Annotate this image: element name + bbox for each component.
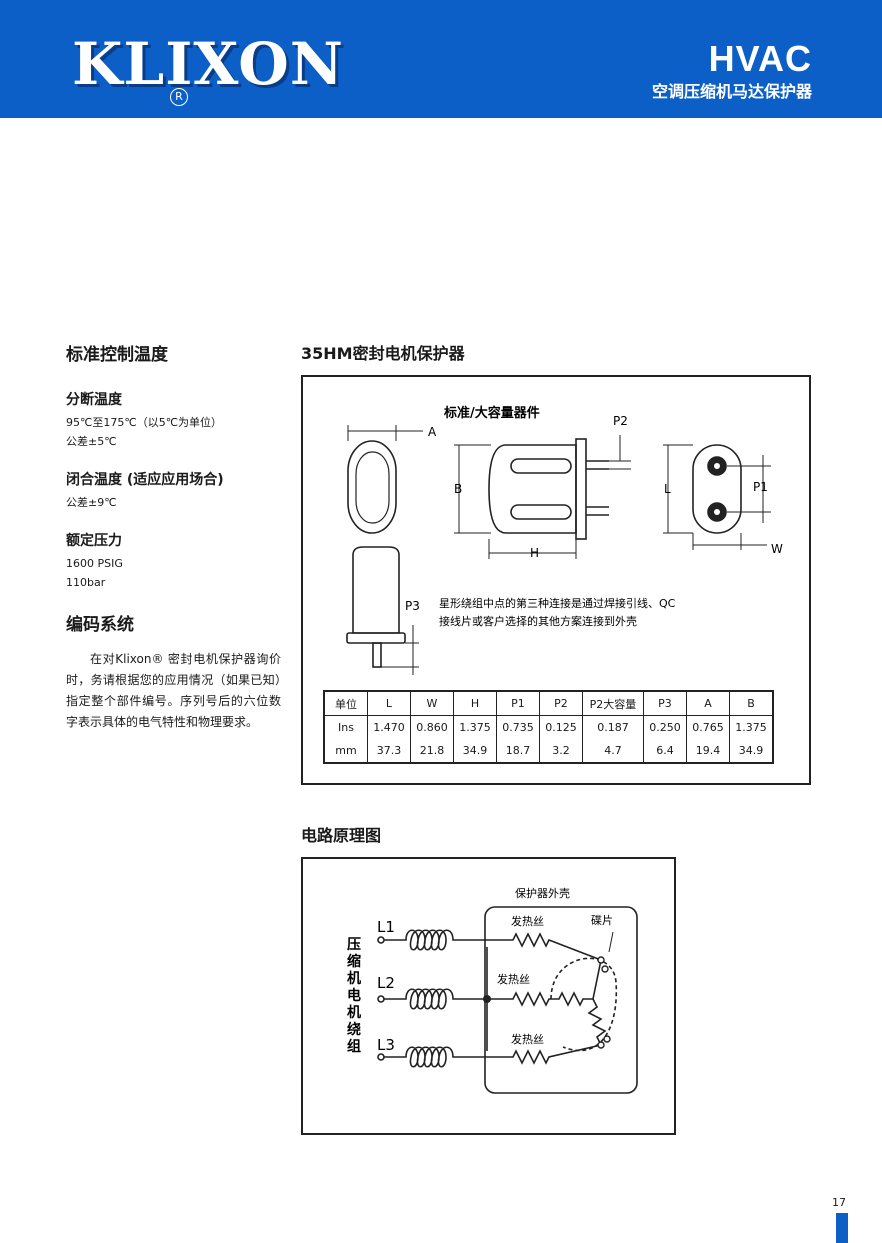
- open-temp-tolerance: 公差±5℃: [66, 435, 117, 448]
- dim-label-p1: P1: [753, 480, 768, 494]
- standard-temp-title: 标准控制温度: [66, 345, 168, 365]
- klixon-logo: KLIXON: [72, 30, 344, 98]
- table-cell: 1.470: [367, 715, 411, 739]
- dimension-table: 单位 L W H P1 P2 P2大容量 P3 A B Ins 1.470 0.…: [323, 690, 774, 764]
- circuit-diagram: 压 缩 机 电 机 绕 组 L1 L2 L3: [347, 886, 638, 1094]
- line-label-l1: L1: [377, 918, 395, 936]
- winding-label: 压 缩 机 电 机 绕 组: [347, 937, 361, 1055]
- coding-title: 编码系统: [66, 615, 134, 635]
- contact-points: [597, 956, 611, 1049]
- winding-label-char: 压: [347, 937, 361, 953]
- close-temp-tolerance: 公差±9℃: [66, 496, 117, 509]
- pressure-block: 额定压力 1600 PSIG 110bar: [66, 530, 281, 592]
- dim-label-l: L: [664, 482, 671, 496]
- table-header-row: 单位 L W H P1 P2 P2大容量 P3 A B: [323, 691, 774, 716]
- pin-view-drawing: [663, 444, 771, 550]
- disc-label: 碟片: [591, 914, 613, 927]
- table-cell: 21.8: [410, 739, 454, 763]
- section2-title: 电路原理图: [301, 826, 382, 845]
- left-column: 标准控制温度 分断温度 95℃至175℃（以5℃为单位） 公差±5℃ 闭合温度 …: [66, 340, 281, 733]
- winding-label-char: 电: [347, 987, 361, 1004]
- registered-mark: R: [170, 88, 188, 106]
- product-line-title: HVAC: [708, 38, 812, 79]
- page-marker-bar: [836, 1213, 848, 1243]
- open-temp-block: 分断温度 95℃至175℃（以5℃为单位） 公差±5℃: [66, 389, 281, 451]
- pressure-bar: 110bar: [66, 576, 106, 589]
- winding-label-char: 缩: [347, 953, 361, 970]
- header-banner: KLIXON R HVAC 空调压缩机马达保护器: [0, 0, 882, 118]
- table-header-cell: L: [367, 691, 411, 716]
- dim-label-w: W: [771, 542, 783, 556]
- table-row: mm 37.3 21.8 34.9 18.7 3.2 4.7 6.4 19.4 …: [323, 739, 774, 763]
- side-view-drawing: [346, 546, 419, 675]
- table-header-cell: P2: [539, 691, 583, 716]
- page-number: 17: [832, 1196, 846, 1209]
- table-cell: 1.375: [453, 715, 497, 739]
- dim-label-b: B: [454, 482, 462, 496]
- protector-dimension-box: [301, 375, 811, 785]
- table-header-cell: W: [410, 691, 454, 716]
- line-label-l3: L3: [377, 1036, 395, 1054]
- winding-label-char: 机: [347, 1004, 361, 1021]
- table-header-cell: A: [686, 691, 730, 716]
- figure-caption: 标准/大容量器件: [443, 405, 540, 421]
- table-cell: mm: [323, 739, 368, 763]
- table-cell: 0.125: [539, 715, 583, 739]
- table-header-cell: P2大容量: [582, 691, 644, 716]
- table-header-cell: P1: [496, 691, 540, 716]
- end-view-drawing: [347, 425, 423, 534]
- heater-label-1: 发热丝: [511, 914, 544, 928]
- line-label-l2: L2: [377, 974, 395, 992]
- pressure-psig: 1600 PSIG: [66, 557, 123, 570]
- circuit-wiring: [377, 906, 638, 1094]
- table-cell: 0.735: [496, 715, 540, 739]
- section1-title: 35HM密封电机保护器: [301, 344, 465, 363]
- pressure-label: 额定压力: [66, 533, 122, 549]
- product-line-subtitle: 空调压缩机马达保护器: [651, 82, 812, 101]
- dim-label-a: A: [428, 425, 437, 439]
- table-cell: 3.2: [539, 739, 583, 763]
- neutral-node: [483, 995, 491, 1003]
- table-header-cell: 单位: [323, 691, 368, 716]
- table-cell: Ins: [323, 715, 368, 739]
- table-cell: 1.375: [729, 715, 774, 739]
- table-cell: 0.860: [410, 715, 454, 739]
- coding-text: 在对Klixon® 密封电机保护器询价时，务请根据您的应用情况（如果已知）指定整…: [66, 652, 281, 729]
- winding-label-char: 组: [347, 1038, 361, 1055]
- winding-label-char: 绕: [347, 1021, 361, 1038]
- close-temp-block: 闭合温度 (适应应用场合) 公差±9℃: [66, 469, 281, 512]
- winding-label-char: 机: [347, 970, 361, 987]
- dim-label-p2: P2: [613, 414, 628, 428]
- table-row: Ins 1.470 0.860 1.375 0.735 0.125 0.187 …: [323, 715, 774, 739]
- table-cell: 0.765: [686, 715, 730, 739]
- table-header-cell: H: [453, 691, 497, 716]
- table-header-cell: P3: [643, 691, 687, 716]
- table-cell: 0.250: [643, 715, 687, 739]
- table-cell: 0.187: [582, 715, 644, 739]
- table-cell: 34.9: [729, 739, 774, 763]
- dim-label-h: H: [530, 546, 539, 560]
- close-temp-label: 闭合温度 (适应应用场合): [66, 472, 224, 488]
- table-cell: 37.3: [367, 739, 411, 763]
- open-temp-range: 95℃至175℃（以5℃为单位）: [66, 416, 223, 429]
- figure-note-line1: 星形绕组中点的第三种连接是通过焊接引线、QC: [439, 596, 676, 610]
- heater-label-2: 发热丝: [497, 972, 530, 986]
- circuit-diagram-box: [301, 857, 676, 1135]
- heater-label-3: 发热丝: [511, 1032, 544, 1046]
- open-temp-label: 分断温度: [66, 392, 122, 408]
- table-cell: 34.9: [453, 739, 497, 763]
- table-cell: 18.7: [496, 739, 540, 763]
- table-header-cell: B: [729, 691, 774, 716]
- housing-label: 保护器外壳: [515, 886, 570, 900]
- table-cell: 6.4: [643, 739, 687, 763]
- figure-note-line2: 接线片或客户选择的其他方案连接到外壳: [439, 614, 637, 628]
- table-cell: 19.4: [686, 739, 730, 763]
- body-view-drawing: [454, 435, 631, 559]
- protector-drawing: 标准/大容量器件 A P3 B H: [346, 405, 783, 675]
- dim-label-p3: P3: [405, 599, 420, 613]
- table-cell: 4.7: [582, 739, 644, 763]
